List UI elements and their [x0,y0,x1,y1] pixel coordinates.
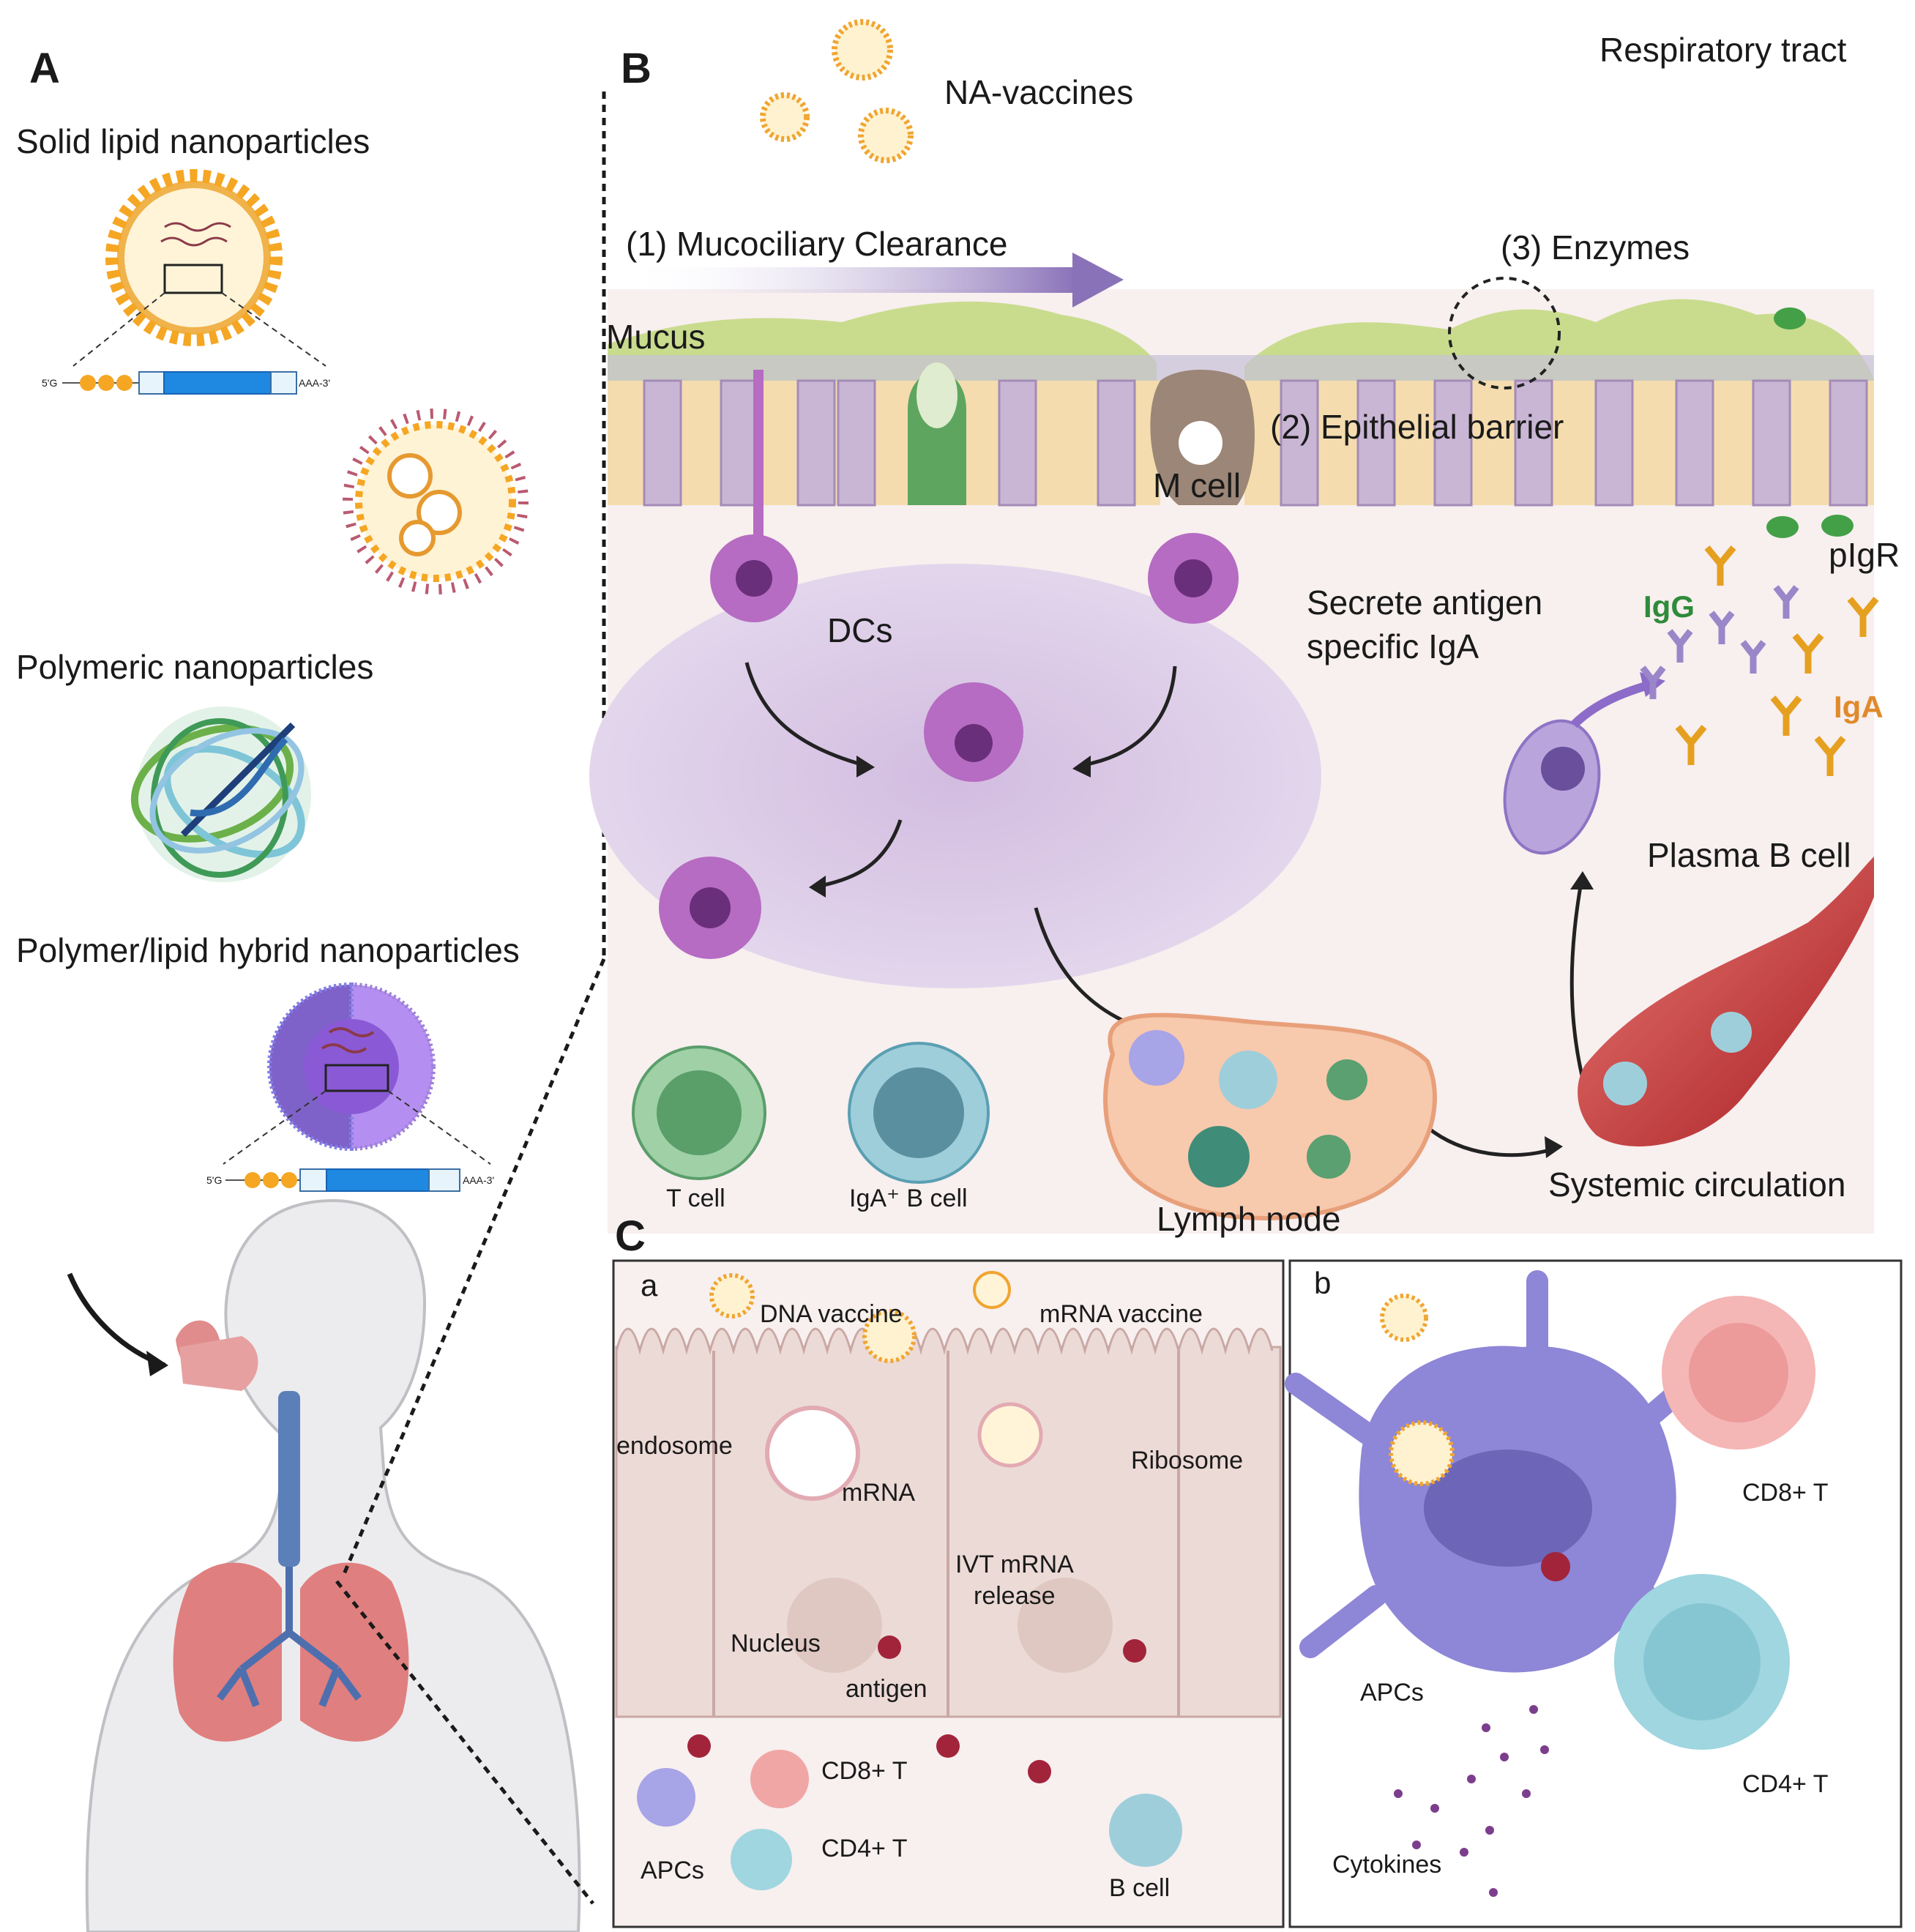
solid-lipid-nanoparticle-icon [72,169,326,367]
panel-a [62,92,606,1932]
seq-5prime-2: 5'G [206,1174,223,1186]
cd8-t-cell-b [1662,1296,1815,1450]
apc-cell-b [1285,1270,1717,1673]
mrna-construct-icon-2 [225,1168,460,1192]
mucus-label: Mucus [606,318,706,356]
cd4-label-a: CD4+ T [821,1835,908,1862]
t-cell-icon [632,1045,766,1180]
cilia [608,355,1874,381]
ribosome-label: Ribosome [1131,1447,1244,1474]
cytokines-label: Cytokines [1332,1851,1442,1879]
ivt-label-1: IVT mRNA [955,1551,1074,1578]
endosome-label: endosome [616,1432,733,1460]
panel-a-letter: A [29,45,60,92]
m-cell-label: M cell [1153,466,1242,504]
apcs-label-a: APCs [641,1857,704,1884]
enzyme-circle [1448,277,1561,389]
plasma-label: Plasma B cell [1647,836,1851,874]
cd4-t-cell-b [1614,1574,1790,1750]
cytokine-dots [1394,1705,1549,1897]
panel-c [612,1259,1903,1928]
iga-b-cell-label: IgA⁺ B cell [849,1185,968,1212]
ivt-label-2: release [974,1582,1056,1610]
igg-label: IgG [1643,589,1695,624]
lymph-node-label: Lymph node [1157,1200,1341,1238]
solid-lipid-label: Solid lipid nanoparticles [16,122,370,160]
epithelium-cells-a [615,1271,1282,1718]
enzymes-label: (3) Enzymes [1501,228,1690,266]
dendritic-cell-icons [659,370,1239,959]
mrna-construct-icon-1 [62,371,297,395]
seq-5prime-1: 5'G [42,377,58,389]
immune-cells-a [637,1636,1182,1890]
region-label: Respiratory tract [1599,31,1847,69]
hybrid-nanoparticle-icon [223,982,491,1165]
secrete-label-2: specific IgA [1307,627,1479,665]
mucociliary-label: (1) Mucociliary Clearance [626,225,1008,263]
mrna-label: mRNA [842,1479,916,1507]
seq-3prime-2: AAA-3' [463,1174,495,1186]
sub-b-letter: b [1314,1266,1332,1300]
iga-b-cell-icon [848,1042,990,1184]
panel-b [589,19,1879,1234]
epithelial-label: (2) Epithelial barrier [1270,408,1564,446]
antibody-icons [1640,545,1879,776]
pigr-receptor-icon [1766,307,1854,538]
hybrid-label: Polymer/lipid hybrid nanoparticles [16,931,520,969]
blood-vessel-icon [1578,857,1874,1146]
lipid-nanoparticle-icon [343,409,529,594]
sub-a-letter: a [641,1268,658,1302]
dashed-connector [342,958,606,1575]
antigen-label: antigen [845,1675,927,1703]
nucleus-label: Nucleus [731,1630,821,1657]
seq-3prime-1: AAA-3' [299,377,331,389]
apcs-label-b: APCs [1360,1679,1424,1707]
systemic-label: Systemic circulation [1548,1165,1846,1204]
na-vaccines-label: NA-vaccines [944,73,1134,111]
pigr-label: pIgR [1829,536,1900,574]
cd4-label-b: CD4+ T [1742,1770,1829,1798]
t-cell-label: T cell [666,1185,725,1212]
na-vaccine-icons [760,19,914,163]
polymeric-label: Polymeric nanoparticles [16,648,374,686]
dna-vaccine-label: DNA vaccine [760,1300,903,1328]
mrna-vaccine-label: mRNA vaccine [1039,1300,1203,1328]
plasma-b-cell-icon [1503,672,1665,855]
human-respiratory-illustration [67,1198,581,1932]
iga-label: IgA [1834,690,1884,724]
cd8-label-b: CD8+ T [1742,1479,1829,1507]
cd8-label-a: CD8+ T [821,1757,908,1785]
dcs-label: DCs [827,611,893,649]
polymeric-nanoparticle-icon [130,706,311,882]
mucociliary-arrow [622,253,1124,307]
epithelial-layer [608,362,1874,507]
b-cell-label-a: B cell [1109,1874,1171,1902]
dashed-connector [335,1580,594,1905]
panel-b-letter: B [621,45,652,92]
panel-c-letter: C [615,1212,646,1260]
lymph-node-icon [1103,1012,1437,1220]
secrete-label-1: Secrete antigen [1307,583,1543,622]
